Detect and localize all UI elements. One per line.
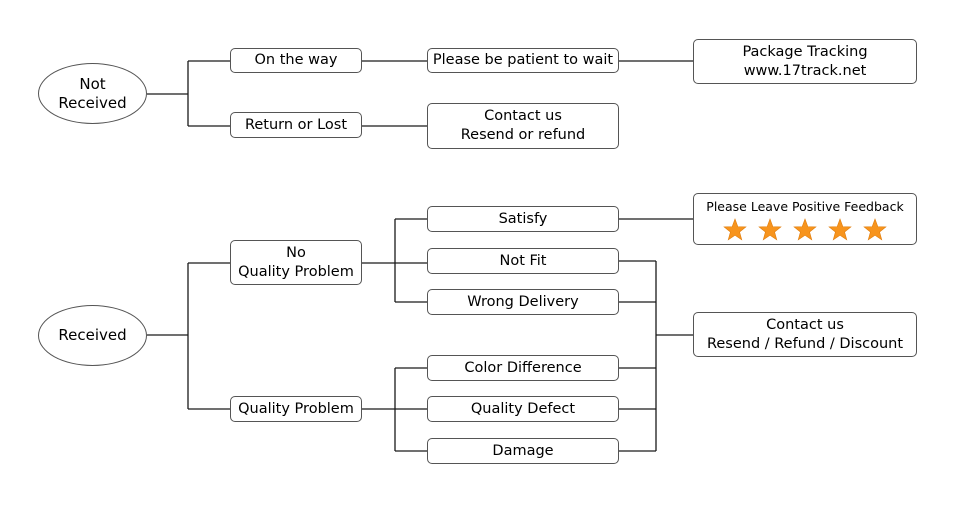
damage-node: Damage [427, 438, 619, 464]
tracking-link: www.17track.net [743, 62, 867, 79]
star-icon [863, 218, 887, 241]
quality-problem-node: Quality Problem [230, 396, 362, 422]
node-label: Package Tracking [742, 43, 868, 60]
not-received-node: Not Received [38, 63, 147, 124]
node-label: Resend / Refund / Discount [706, 335, 904, 352]
contact-resend-refund-node: Contact us Resend or refund [427, 103, 619, 149]
node-label: Contact us [484, 108, 562, 124]
package-tracking-node: Package Tracking www.17track.net [693, 39, 917, 84]
node-label: Please be patient to wait [432, 52, 614, 68]
node-label: Contact us [766, 316, 844, 333]
color-difference-node: Color Difference [427, 355, 619, 381]
node-label: Quality Problem [238, 263, 354, 280]
star-rating [723, 218, 887, 242]
node-label: No [286, 244, 306, 261]
node-label: Wrong Delivery [467, 293, 579, 310]
node-label: Quality Defect [470, 400, 576, 417]
quality-defect-node: Quality Defect [427, 396, 619, 422]
return-or-lost-node: Return or Lost [230, 112, 362, 138]
positive-feedback-node: Please Leave Positive Feedback [693, 193, 917, 245]
node-label: Please Leave Positive Feedback [706, 199, 904, 214]
no-quality-problem-node: No Quality Problem [230, 240, 362, 285]
node-label: Received [58, 93, 127, 112]
not-fit-node: Not Fit [427, 248, 619, 274]
satisfy-node: Satisfy [427, 206, 619, 232]
node-label: Return or Lost [244, 116, 348, 133]
node-label: Quality Problem [238, 400, 354, 417]
node-label: On the way [254, 52, 338, 68]
node-label: Resend or refund [460, 127, 586, 143]
node-label: Not Fit [499, 252, 547, 269]
star-icon [723, 218, 747, 241]
node-label: Color Difference [464, 359, 582, 376]
node-label: Damage [492, 442, 554, 459]
node-label: Satisfy [498, 210, 548, 227]
on-the-way-node: On the way [230, 48, 362, 73]
star-icon [758, 218, 782, 241]
contact-resend-refund-discount-node: Contact us Resend / Refund / Discount [693, 312, 917, 357]
received-node: Received [38, 305, 147, 366]
be-patient-node: Please be patient to wait [427, 48, 619, 73]
star-icon [793, 218, 817, 241]
star-icon [828, 218, 852, 241]
wrong-delivery-node: Wrong Delivery [427, 289, 619, 315]
node-label: Not [79, 74, 106, 93]
node-label: Received [58, 326, 127, 344]
